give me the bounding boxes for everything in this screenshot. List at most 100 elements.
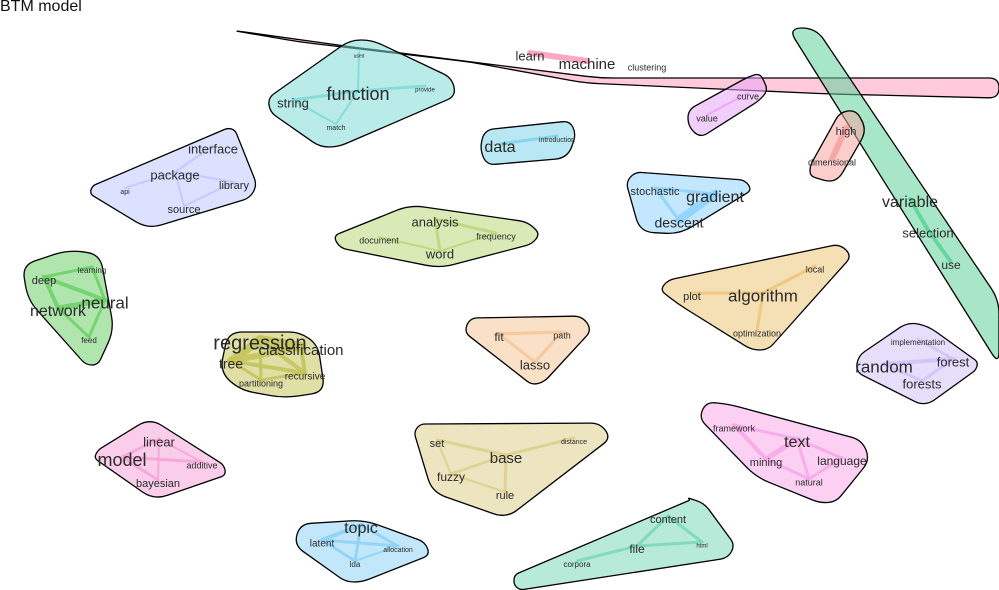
cooccurrence-edge <box>55 297 108 311</box>
cooccurrence-edge <box>320 538 400 548</box>
word-label: implementation <box>891 338 945 347</box>
cooccurrence-edge <box>916 337 955 361</box>
cooccurrence-edge <box>359 523 400 548</box>
cooccurrence-edge <box>450 473 506 493</box>
word-label: forests <box>902 376 942 391</box>
cooccurrence-edge <box>258 338 307 375</box>
cooccurrence-edge <box>174 171 235 183</box>
cooccurrence-edge <box>299 345 307 375</box>
cooccurrence-edge <box>732 423 799 441</box>
cluster-regression: regressionclassificationtreerecursivepar… <box>213 331 344 398</box>
word-label: network <box>30 303 87 320</box>
word-label: curve <box>737 91 759 101</box>
word-label: use <box>941 258 961 272</box>
cluster-hull <box>513 497 734 590</box>
cooccurrence-edge <box>433 217 442 253</box>
cooccurrence-edge <box>635 514 670 548</box>
cooccurrence-edge <box>795 437 811 481</box>
cooccurrence-edge <box>882 357 955 366</box>
cooccurrence-edge <box>42 265 94 279</box>
word-label: rule <box>496 490 514 502</box>
word-label: word <box>425 246 454 261</box>
cooccurrence-edge <box>124 171 176 189</box>
word-label: mining <box>750 457 782 469</box>
cooccurrence-edge <box>449 453 508 476</box>
cooccurrence-edge <box>183 181 235 207</box>
cooccurrence-edge <box>764 457 811 481</box>
cooccurrence-edge <box>174 145 214 173</box>
word-label: path <box>553 330 571 340</box>
cooccurrence-edge <box>807 456 844 481</box>
word-label: linear <box>143 434 175 449</box>
cooccurrence-edge <box>926 228 953 264</box>
word-label: gradient <box>686 189 744 206</box>
cluster-hull <box>792 27 999 360</box>
word-label: framework <box>713 423 756 433</box>
word-label: algorithm <box>728 286 798 305</box>
cluster-hull <box>90 127 257 228</box>
cluster-hull <box>480 120 576 165</box>
word-label: fuzzy <box>437 470 465 484</box>
word-label: topic <box>344 520 378 537</box>
word-label: plot <box>683 291 701 303</box>
word-label: provide <box>415 88 435 94</box>
cooccurrence-edge <box>635 540 704 548</box>
cooccurrence-edge <box>356 84 427 93</box>
cooccurrence-edge <box>353 523 363 563</box>
cooccurrence-edge <box>354 545 399 562</box>
word-label: content <box>650 514 686 526</box>
cluster-hull <box>465 315 590 385</box>
cooccurrence-edge <box>120 455 160 482</box>
cooccurrence-edge <box>335 90 359 125</box>
word-label: library <box>219 180 249 192</box>
word-label: text <box>784 434 810 451</box>
cooccurrence-edge <box>504 436 576 457</box>
word-label: file <box>629 542 645 556</box>
word-label: allocation <box>383 547 413 554</box>
cooccurrence-edge <box>706 92 749 116</box>
cooccurrence-edge <box>56 306 91 339</box>
cooccurrence-edge <box>732 423 768 461</box>
word-label: source <box>167 204 200 216</box>
cooccurrence-edge <box>439 232 497 252</box>
word-label: language <box>817 454 867 468</box>
word-label: classification <box>258 342 343 359</box>
cooccurrence-edge <box>42 275 107 302</box>
cooccurrence-edge <box>42 275 60 310</box>
word-label: fit <box>494 330 504 344</box>
word-label: stochastic <box>631 186 680 198</box>
cooccurrence-edge <box>87 298 107 339</box>
word-label: learn <box>516 48 545 63</box>
word-label: corpora <box>563 560 591 569</box>
word-label: interface <box>188 141 238 156</box>
word-label: high <box>836 126 857 138</box>
word-label: document <box>359 235 399 245</box>
word-label: distance <box>561 439 587 446</box>
cooccurrence-edge <box>158 438 203 463</box>
word-label: introduction <box>539 137 575 144</box>
cooccurrence-edge <box>258 338 263 382</box>
cooccurrence-edge <box>920 357 955 383</box>
word-label: set <box>430 438 445 450</box>
word-label: api <box>120 189 130 196</box>
word-label: value <box>696 113 718 123</box>
cooccurrence-edge <box>228 344 304 364</box>
word-label: machine <box>559 56 616 73</box>
cooccurrence-edge <box>157 438 160 481</box>
cooccurrence-edge <box>908 197 930 232</box>
cooccurrence-edge <box>761 264 817 295</box>
word-label: partitioning <box>239 378 283 388</box>
word-label: base <box>490 450 523 467</box>
word-label: forest <box>937 354 970 369</box>
word-label: tree <box>219 356 243 372</box>
word-label: regression <box>213 332 306 354</box>
